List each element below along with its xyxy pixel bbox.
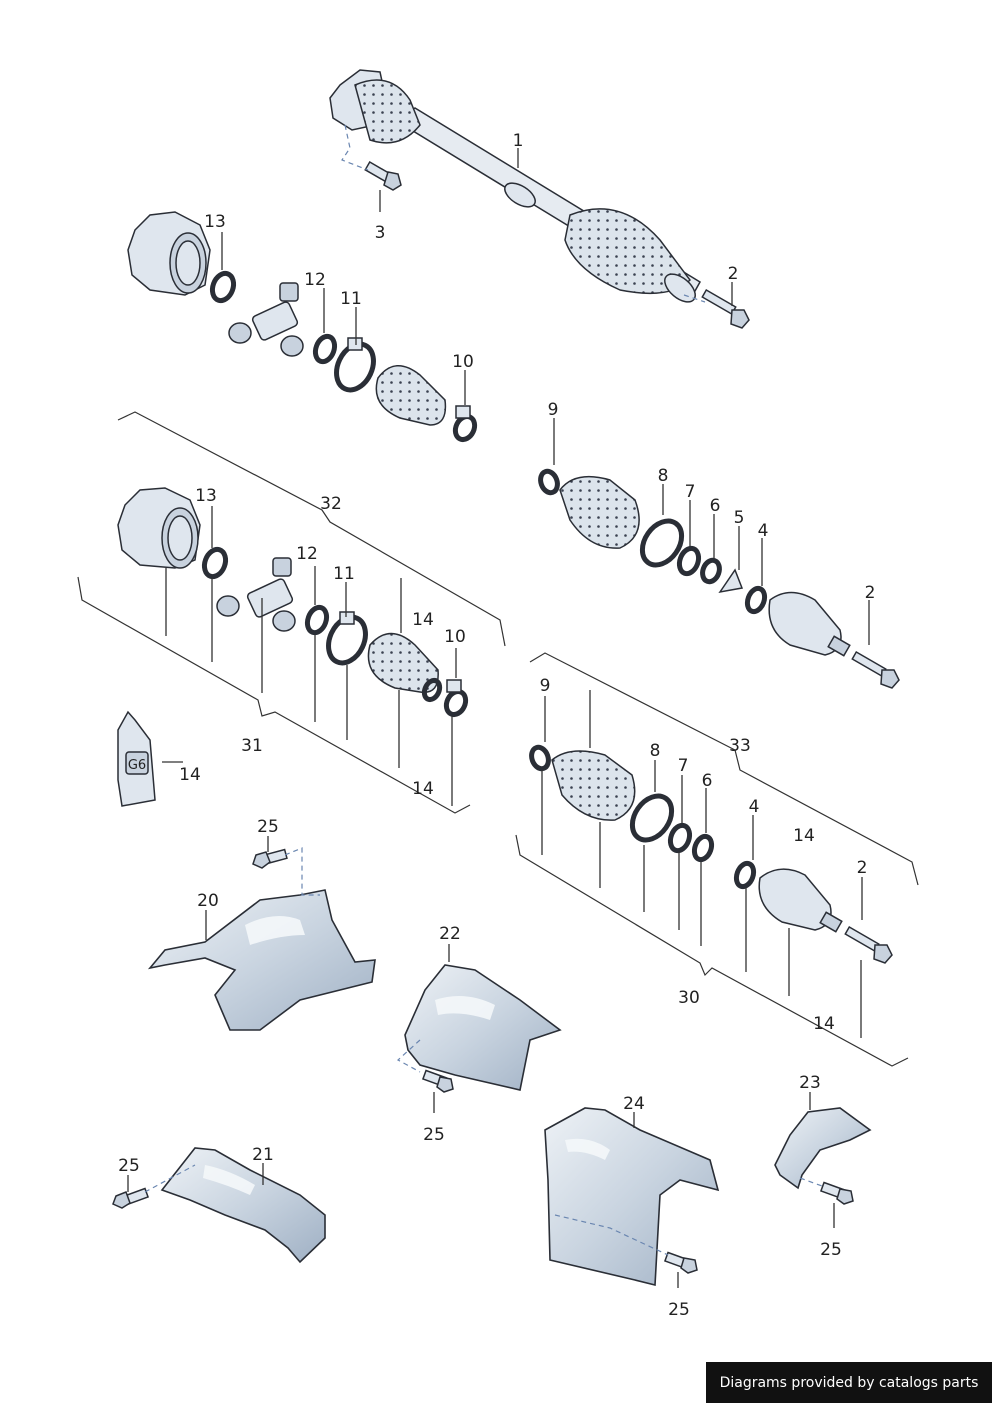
callout-14-tube: 14 [179,765,201,785]
clamp-8[interactable] [624,789,679,848]
callout-20: 20 [197,891,219,911]
bolt-2-lower[interactable] [844,926,893,964]
leader-lines [127,148,870,1288]
callout-14-b: 14 [412,779,434,799]
callout-2-lower: 2 [857,858,868,878]
outer-joint[interactable] [758,868,843,933]
callout-8-upper: 8 [658,466,669,486]
boot-inner[interactable] [367,632,439,694]
callout-33: 33 [729,736,751,756]
callout-13: 13 [195,486,217,506]
callout-24: 24 [623,1094,645,1114]
bolt-25-b[interactable] [421,1069,454,1093]
callout-1: 1 [513,131,524,151]
circlip-12[interactable] [304,604,330,636]
circlip-4[interactable] [733,860,757,890]
ring-6-upper[interactable] [700,557,723,585]
callout-23: 23 [799,1073,821,1093]
bolt-25-e[interactable] [819,1181,854,1205]
tripod-12-top[interactable] [228,282,304,357]
callout-6-upper: 6 [710,496,721,516]
ring-6[interactable] [691,833,715,863]
callout-11: 11 [333,564,355,584]
callout-21: 21 [252,1145,274,1165]
clamp-11-top[interactable] [329,337,380,396]
boot-inner-top[interactable] [375,365,447,426]
callout-10: 10 [444,627,466,647]
callout-32: 32 [320,494,342,514]
callout-4: 4 [749,797,760,817]
boot-outer-upper[interactable] [559,475,640,549]
callout-14-d: 14 [813,1014,835,1034]
inner-flange-13[interactable] [117,487,201,569]
bolt-25-a[interactable] [252,848,288,869]
attribution-footer: Diagrams provided by catalogs parts [706,1362,992,1403]
callout-3: 3 [375,223,386,243]
callout-22: 22 [439,924,461,944]
clamp-10-top[interactable] [452,405,478,443]
clamp-9-upper[interactable] [538,468,561,496]
callout-7-upper: 7 [685,482,696,502]
callout-labels: 1 2 3 13 12 11 10 9 8 7 6 5 4 2 13 32 12… [118,131,875,1320]
ring-14-inner[interactable] [421,677,443,703]
circlip-12-top[interactable] [312,333,338,365]
callout-2-middle: 2 [865,583,876,603]
drive-shaft-assembly[interactable] [329,69,702,307]
callout-14-a: 14 [412,610,434,630]
outer-joint-upper[interactable] [768,591,851,657]
callout-12: 12 [296,544,318,564]
bolt-2-top[interactable] [701,289,750,329]
callout-25-d: 25 [668,1300,690,1320]
callout-2-top: 2 [728,264,739,284]
grease-tube-14[interactable]: G6 [117,710,156,807]
callout-25-b: 25 [423,1125,445,1145]
cone-5[interactable] [718,568,744,594]
clamp-11[interactable] [321,611,372,669]
callout-5: 5 [734,508,745,528]
tripod-12[interactable] [216,557,296,632]
callout-11-top: 11 [340,289,362,309]
bolt-25-d[interactable] [663,1251,698,1274]
clamp-8-upper[interactable] [634,514,689,573]
callout-14-c: 14 [793,826,815,846]
heat-shield-23[interactable] [774,1107,872,1190]
callout-25-e: 25 [820,1240,842,1260]
callout-12-top: 12 [304,270,326,290]
callout-4-upper: 4 [758,521,769,541]
heat-shield-20[interactable] [147,889,376,1031]
callout-6: 6 [702,771,713,791]
kit-brackets [77,411,919,1067]
circlip-13-top[interactable] [209,270,237,304]
callout-31: 31 [241,736,263,756]
callout-13-top: 13 [204,212,226,232]
callout-30: 30 [678,988,700,1008]
clamp-10[interactable] [443,679,469,718]
circlip-7[interactable] [667,822,693,854]
heat-shield-22[interactable] [404,964,562,1091]
inner-flange-13-top[interactable] [127,211,211,296]
callout-9: 9 [540,676,551,696]
grease-tube-label: G6 [128,758,146,773]
bolt-25-c[interactable] [112,1187,150,1209]
circlip-7-upper[interactable] [676,545,702,577]
heat-shield-24[interactable] [544,1107,720,1287]
callout-9-upper: 9 [548,400,559,420]
circlip-4-upper[interactable] [744,585,768,615]
callout-10-top: 10 [452,352,474,372]
callout-25-a: 25 [257,817,279,837]
bolt-3[interactable] [364,161,402,191]
callout-25-c: 25 [118,1156,140,1176]
circlip-13[interactable] [201,546,229,580]
boot-outer[interactable] [551,750,636,821]
callout-7: 7 [678,756,689,776]
bolt-2-middle[interactable] [851,651,900,689]
callout-8: 8 [650,741,661,761]
clamp-9[interactable] [529,744,552,772]
heat-shield-21[interactable] [160,1147,326,1264]
